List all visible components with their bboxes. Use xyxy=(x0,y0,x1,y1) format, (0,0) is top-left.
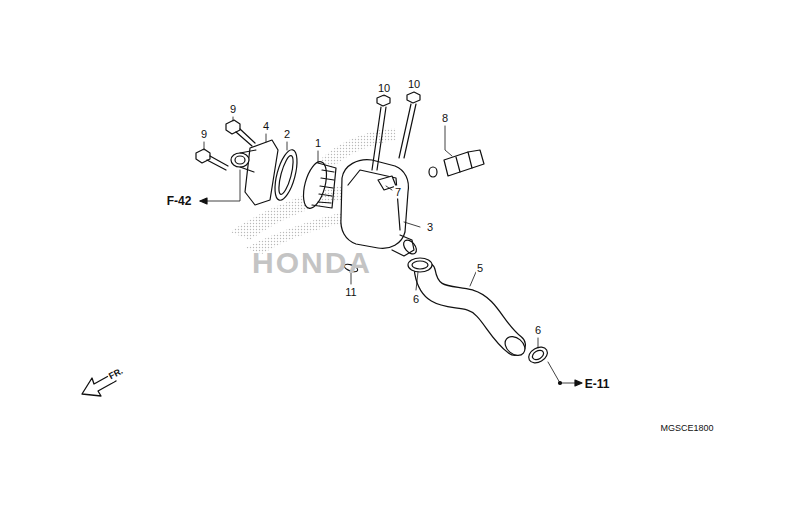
arrow-head xyxy=(575,380,582,386)
water-hose xyxy=(425,272,529,359)
callout-number: 10 xyxy=(407,78,421,91)
thermostat xyxy=(299,159,336,211)
reference-label: F-42 xyxy=(166,194,193,208)
callout-number: 5 xyxy=(476,262,484,275)
arrow-head xyxy=(200,198,207,204)
temperature-sensor xyxy=(429,150,484,177)
callout-number: 10 xyxy=(377,82,391,95)
callout-number: 4 xyxy=(262,120,270,133)
callout-number: 1 xyxy=(314,137,322,150)
reference-label: E-11 xyxy=(584,377,611,391)
callout-number: 11 xyxy=(344,286,357,299)
callout-number: 9 xyxy=(229,103,237,116)
dot xyxy=(559,382,562,385)
bolt xyxy=(372,95,390,170)
callout-number: 3 xyxy=(426,221,434,234)
callout-number: 8 xyxy=(441,112,449,125)
leader-lines xyxy=(200,94,580,383)
bolt xyxy=(399,92,420,158)
bolt xyxy=(226,120,255,146)
thermostat-housing xyxy=(341,160,419,257)
watermark: HONDA xyxy=(251,247,373,279)
callout-number: 7 xyxy=(394,186,402,199)
gasket xyxy=(271,148,302,203)
callout-number: 6 xyxy=(534,324,542,337)
thermostat-cover xyxy=(231,140,278,205)
hose-clamp xyxy=(408,258,432,272)
front-label: FR. xyxy=(106,365,126,382)
bolt xyxy=(196,149,228,170)
callout-number: 9 xyxy=(200,128,208,141)
callout-number: 6 xyxy=(412,293,420,306)
callout-number: 2 xyxy=(283,128,291,141)
diagram-code: MGSCE1800 xyxy=(659,423,714,434)
